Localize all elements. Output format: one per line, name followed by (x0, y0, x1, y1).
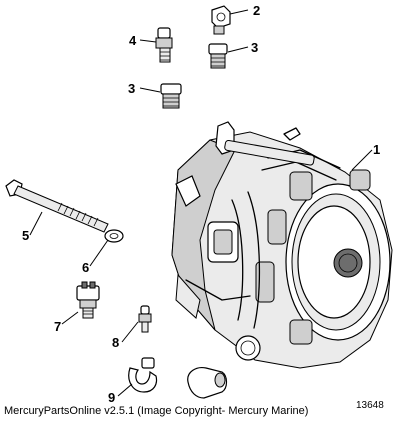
callout-3-upper: 3 (251, 40, 258, 55)
clamp-part-9 (128, 357, 158, 393)
long-bolt-part-5 (5, 179, 109, 233)
callout-6: 6 (82, 260, 89, 275)
elbow-cap-part (187, 367, 228, 399)
plug-part-3-lower (160, 83, 182, 109)
callout-1: 1 (373, 142, 380, 157)
image-caption: MercuryPartsOnline v2.5.1 (Image Copyrig… (4, 405, 309, 417)
sender-part-4 (155, 27, 173, 63)
fitting-part-8 (138, 305, 152, 333)
callout-5: 5 (22, 228, 29, 243)
transmission-housing-part (171, 121, 393, 369)
callout-8: 8 (112, 335, 119, 350)
figure-number: 13648 (356, 400, 384, 411)
switch-part-7 (76, 281, 100, 319)
callout-9: 9 (108, 390, 115, 405)
plug-part-3-upper (208, 43, 228, 69)
callout-4: 4 (129, 33, 137, 48)
fitting-part-2 (211, 5, 231, 35)
callout-7: 7 (54, 319, 61, 334)
washer-part-6 (104, 229, 124, 243)
callout-3-lower: 3 (128, 81, 135, 96)
leader-lines (29, 9, 373, 397)
callout-2: 2 (253, 3, 260, 18)
